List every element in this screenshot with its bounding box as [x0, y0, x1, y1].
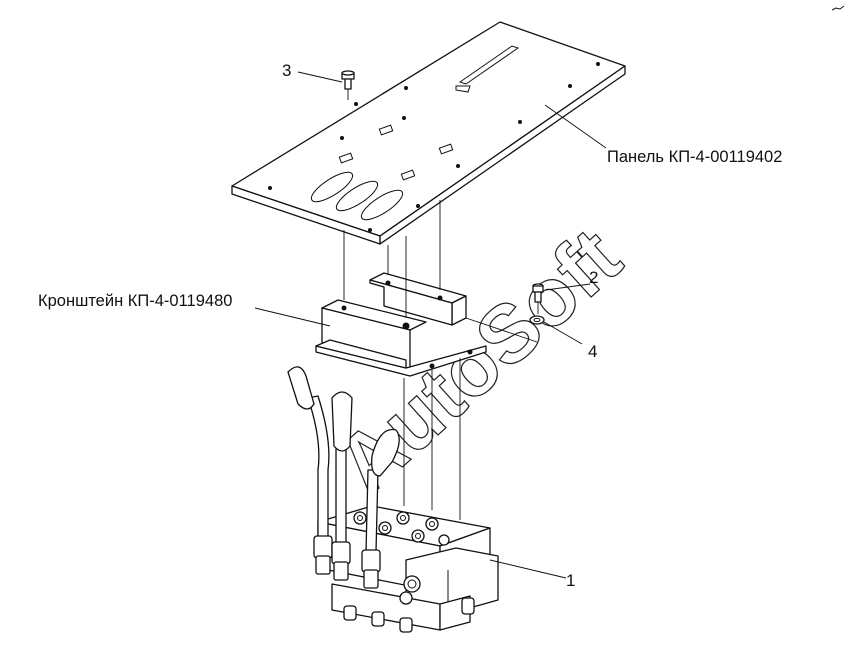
bracket — [315, 272, 487, 377]
leader-lines — [254, 71, 607, 579]
bracket-label: Кронштейн КП-4-0119480 — [38, 292, 232, 310]
callout-2: 2 — [589, 268, 598, 287]
panel-plate — [231, 21, 626, 245]
callout-4: 4 — [588, 342, 597, 361]
panel-label: Панель КП-4-00119402 — [607, 148, 782, 166]
bolt-top — [341, 70, 355, 90]
bolt-small — [532, 283, 544, 303]
control-levers — [287, 366, 400, 589]
callout-3: 3 — [282, 61, 291, 80]
corner-mark — [831, 5, 845, 11]
callout-1: 1 — [566, 571, 575, 590]
washer — [529, 315, 545, 325]
alignment-lines — [343, 89, 539, 520]
